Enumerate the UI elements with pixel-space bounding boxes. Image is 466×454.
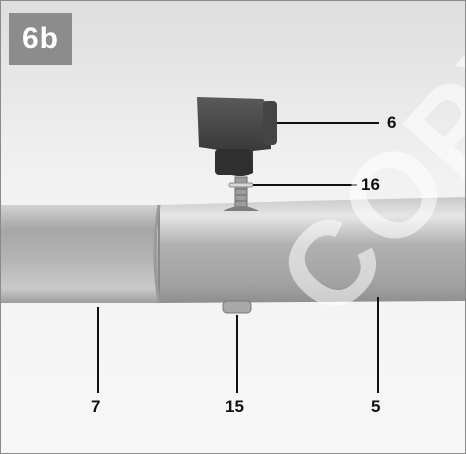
tube-5 <box>155 197 465 303</box>
label-5: 5 <box>371 397 381 416</box>
label-7: 7 <box>91 397 101 416</box>
label-16: 16 <box>361 175 380 194</box>
tube-7 <box>1 205 161 303</box>
knob-6 <box>197 97 271 176</box>
nut-15 <box>222 300 252 314</box>
figure-badge: 6b <box>9 13 72 65</box>
label-6: 6 <box>387 113 397 132</box>
label-15: 15 <box>225 397 244 416</box>
screw-16 <box>234 176 248 208</box>
